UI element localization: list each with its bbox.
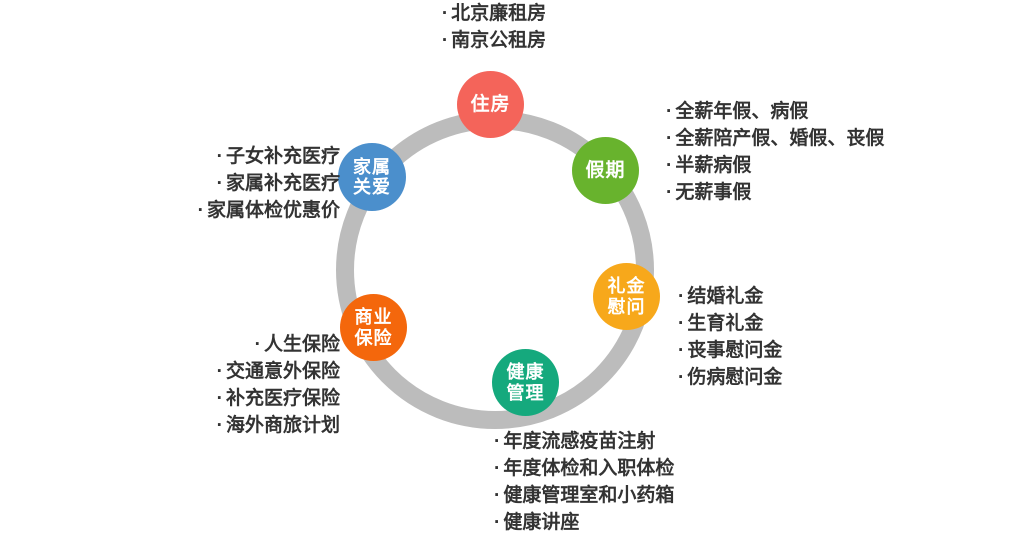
list-item: 家属补充医疗 bbox=[60, 170, 340, 197]
node-gift[interactable]: 礼金 慰问 bbox=[593, 263, 660, 330]
list-item: 健康管理室和小药箱 bbox=[494, 482, 674, 509]
node-health[interactable]: 健康 管理 bbox=[492, 349, 559, 416]
list-item: 健康讲座 bbox=[494, 509, 674, 536]
node-gift-label-line-2: 慰问 bbox=[607, 296, 646, 317]
items-holiday: 全薪年假、病假 全薪陪产假、婚假、丧假 半薪病假 无薪事假 bbox=[666, 98, 884, 206]
list-item: 北京廉租房 bbox=[354, 0, 634, 27]
items-family: 子女补充医疗 家属补充医疗 家属体检优惠价 bbox=[60, 143, 340, 224]
list-item: 半薪病假 bbox=[666, 152, 884, 179]
node-gift-label-line-1: 礼金 bbox=[607, 276, 646, 297]
list-item: 家属体检优惠价 bbox=[60, 197, 340, 224]
list-item: 年度流感疫苗注射 bbox=[494, 428, 674, 455]
items-insurance: 人生保险 交通意外保险 补充医疗保险 海外商旅计划 bbox=[60, 331, 340, 439]
node-health-label-line-2: 管理 bbox=[506, 382, 545, 403]
list-item: 交通意外保险 bbox=[60, 358, 340, 385]
node-housing-label-line-1: 住房 bbox=[470, 93, 511, 115]
node-insurance[interactable]: 商业 保险 bbox=[340, 294, 407, 361]
list-item: 全薪年假、病假 bbox=[666, 98, 884, 125]
node-family[interactable]: 家属 关爱 bbox=[338, 143, 406, 211]
node-insurance-label-line-1: 商业 bbox=[354, 307, 393, 328]
list-item: 人生保险 bbox=[60, 331, 340, 358]
list-item: 丧事慰问金 bbox=[678, 337, 782, 364]
node-housing[interactable]: 住房 bbox=[457, 71, 524, 138]
list-item: 南京公租房 bbox=[354, 27, 634, 54]
list-item: 结婚礼金 bbox=[678, 283, 782, 310]
list-item: 子女补充医疗 bbox=[60, 143, 340, 170]
list-item: 生育礼金 bbox=[678, 310, 782, 337]
list-item: 无薪事假 bbox=[666, 179, 884, 206]
node-holiday-label-line-1: 假期 bbox=[585, 159, 626, 181]
list-item: 全薪陪产假、婚假、丧假 bbox=[666, 125, 884, 152]
list-item: 伤病慰问金 bbox=[678, 364, 782, 391]
node-holiday[interactable]: 假期 bbox=[572, 137, 639, 204]
list-item: 补充医疗保险 bbox=[60, 385, 340, 412]
items-housing: 北京廉租房 南京公租房 bbox=[354, 0, 634, 54]
items-gift: 结婚礼金 生育礼金 丧事慰问金 伤病慰问金 bbox=[678, 283, 782, 391]
node-family-label-line-1: 家属 bbox=[353, 156, 391, 177]
node-health-label-line-1: 健康 bbox=[506, 362, 545, 383]
list-item: 年度体检和入职体检 bbox=[494, 455, 674, 482]
items-health: 年度流感疫苗注射 年度体检和入职体检 健康管理室和小药箱 健康讲座 bbox=[494, 428, 674, 536]
list-item: 海外商旅计划 bbox=[60, 412, 340, 439]
node-insurance-label-line-2: 保险 bbox=[354, 327, 393, 348]
node-family-label-line-2: 关爱 bbox=[353, 177, 391, 197]
